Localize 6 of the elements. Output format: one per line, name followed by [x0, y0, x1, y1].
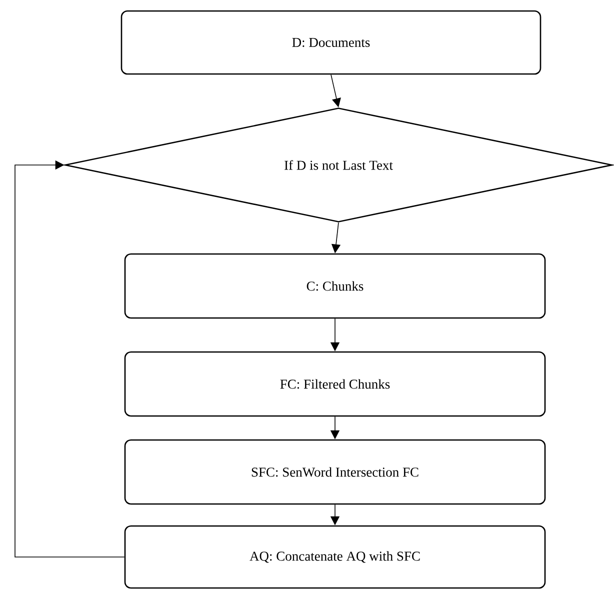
- process-box: C: Chunks: [124, 253, 546, 319]
- process-box: D: Documents: [120, 10, 542, 75]
- process-box: AQ: Concatenate AQ with SFC: [124, 525, 546, 589]
- arrow: [14, 160, 125, 558]
- process-box: FC: Filtered Chunks: [124, 351, 546, 417]
- process-box: SFC: SenWord Intersection FC: [124, 439, 546, 505]
